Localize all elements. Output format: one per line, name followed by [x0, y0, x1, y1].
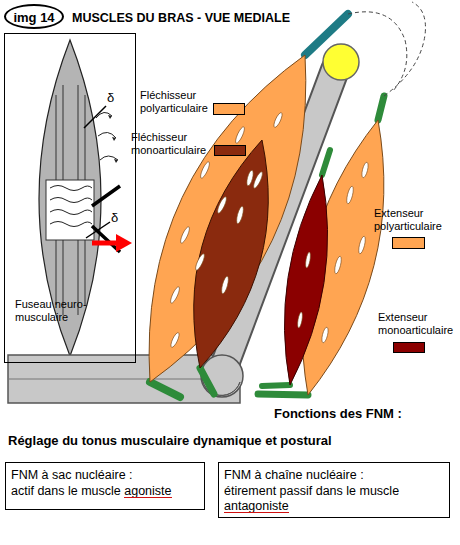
underline	[124, 497, 171, 499]
legend-swatch	[214, 145, 246, 156]
legend-swatch	[213, 103, 245, 115]
legend-swatch	[393, 342, 425, 353]
fibre-slit	[169, 332, 180, 349]
fibre-slit	[216, 196, 228, 214]
box-body: actif dans le muscle agoniste	[6, 483, 204, 499]
annulospiral-ending	[50, 186, 92, 227]
fibre-symbol: δ	[107, 90, 121, 105]
tendon	[378, 96, 384, 120]
box-heading: FNM à sac nucléaire :	[6, 463, 204, 483]
fibre-slit	[333, 256, 342, 275]
legend-label: Extenseur polyarticulaire	[374, 207, 458, 233]
fibre-slit	[345, 186, 354, 205]
info-box: FNM à chaîne nucléaire :étirement passif…	[218, 462, 450, 518]
arrow-head	[108, 115, 118, 163]
box-heading: img 14	[6, 6, 62, 25]
fibre-slit	[169, 286, 181, 304]
elbow-joint	[201, 355, 243, 397]
figure-tag: img 14	[4, 4, 64, 29]
arrow-head	[116, 234, 132, 252]
fibre-slit	[305, 252, 312, 268]
fibre-slit	[194, 253, 206, 271]
box-body: étirement passif dans le muscle antagoni…	[219, 483, 448, 514]
tendon	[322, 150, 330, 175]
humeral-head	[323, 44, 359, 80]
underline	[224, 512, 289, 514]
legend-swatch	[392, 237, 425, 249]
box-heading: FNM à chaîne nucléaire :	[219, 463, 448, 483]
fibre-slit	[179, 226, 191, 244]
fibre-slit	[297, 312, 304, 328]
tendon	[258, 394, 308, 395]
section-heading: Fonctions des FNM :	[274, 406, 454, 421]
legend-label: Fléchisseur polyarticulaire	[140, 89, 212, 115]
flexor-monoarticular	[194, 140, 269, 368]
tendon	[150, 382, 180, 397]
box-heading: Fuseau neuro-musculaire	[5, 34, 87, 324]
fibre-slit	[252, 171, 264, 189]
fibre-slit	[199, 161, 211, 179]
fibre-slit	[321, 327, 330, 344]
tendon	[200, 368, 214, 394]
fibre-slit	[246, 170, 255, 187]
nuclear-region	[46, 180, 94, 240]
curved-arrow	[96, 112, 118, 160]
gamma-fibre	[84, 106, 110, 238]
fibre-slit	[235, 206, 244, 225]
fibre-slit	[357, 236, 366, 255]
info-box: FNM à sac nucléaire :actif dans le muscl…	[5, 462, 205, 510]
inset-box: Fuseau neuro-musculaire	[4, 33, 136, 363]
diagram-title: MUSCLES DU BRAS - VUE MEDIALE	[72, 11, 372, 26]
pointer-arrow	[92, 241, 118, 246]
fibre-slit	[220, 276, 229, 295]
fibre-slit	[361, 162, 370, 179]
tendon	[305, 14, 348, 55]
dashed-outline	[384, 2, 425, 96]
extensor-monoarticular	[284, 175, 327, 385]
subtitle: Réglage du tonus musculaire dynamique et…	[8, 433, 458, 448]
tendon	[262, 385, 290, 386]
dashed-outline	[348, 12, 407, 92]
legend-label: Extenseur monoarticulaire	[378, 311, 460, 337]
fibre-symbol: δ	[111, 210, 125, 225]
bone-line	[8, 378, 222, 379]
fibre-slit	[272, 112, 283, 129]
fibre-slit	[234, 126, 246, 144]
legend-label: Fléchisseur monoarticulaire	[131, 131, 213, 157]
